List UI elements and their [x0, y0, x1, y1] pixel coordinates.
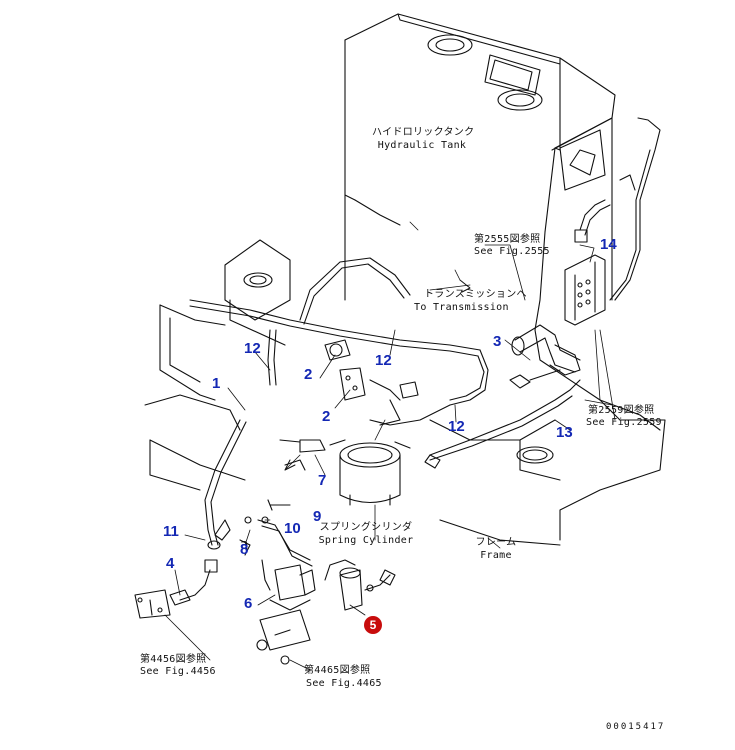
transmission-label-en: To Transmission: [414, 302, 509, 313]
callout-12-center: 12: [375, 352, 392, 369]
callout-12-left: 12: [244, 340, 261, 357]
fig4465-ref-en: See Fig.4465: [306, 678, 382, 689]
part-14-switch-block: [564, 149, 636, 326]
document-number: 00015417: [606, 722, 666, 732]
callout-2-upper: 2: [304, 366, 313, 383]
part-4-switch: [134, 559, 218, 619]
callout-2-lower: 2: [322, 408, 331, 425]
leader-lines: [164, 221, 616, 671]
callout-a-label: a: [240, 537, 249, 553]
direction-arrows: [284, 279, 471, 471]
fig4465-ref-jp: 第4465図参照: [304, 665, 371, 676]
wiring-harness-13: [424, 117, 661, 469]
callout-4: 4: [166, 555, 175, 572]
part-5-6-valve-assembly: [256, 559, 396, 665]
callout-9: 9: [313, 508, 322, 525]
callout-3: 3: [493, 333, 502, 350]
callout-11: 11: [163, 523, 179, 540]
callout-6: 6: [244, 595, 253, 612]
callout-8: 8: [240, 541, 249, 558]
fig2555-ref-jp: 第2555図参照: [474, 234, 541, 245]
fig2559-ref-en: See Fig.2559: [586, 417, 662, 428]
frame: [429, 299, 666, 546]
hydraulic-tank: [344, 13, 616, 301]
fig4456-ref-jp: 第4456図参照: [140, 654, 207, 665]
frame-label-en: Frame: [480, 550, 512, 561]
spring-cylinder-label-en: Spring Cylinder: [318, 535, 414, 546]
transmission-label-jp: トランスミッションへ: [424, 289, 527, 300]
fig2555-ref-en: See Fig.2555: [474, 246, 550, 257]
part-2-connectors: [324, 339, 419, 401]
hydraulic-tank-label-en: Hydraulic Tank: [377, 140, 467, 151]
hydraulic-tank-label-jp: ハイドロリックタンク: [372, 127, 475, 138]
callout-12-right: 12: [448, 418, 465, 435]
spring-cylinder: [329, 439, 411, 506]
part-8-9-10-fasteners: [239, 499, 313, 567]
part-3-pipe: [509, 324, 581, 389]
callout-7: 7: [318, 472, 327, 489]
callout-13: 13: [556, 424, 573, 441]
fig4456-ref-en: See Fig.4456: [140, 666, 216, 677]
callout-14: 14: [600, 236, 617, 253]
callout-5-highlighted: 5: [364, 616, 382, 634]
part-7-sensor: [279, 439, 326, 471]
spring-cylinder-label-jp: スプリングシリンダ: [319, 522, 413, 533]
frame-label-jp: フレーム: [475, 537, 517, 548]
harness-11: [204, 419, 247, 550]
callout-10: 10: [284, 520, 301, 537]
frame-left: [144, 239, 291, 491]
wiring-harness-12: [189, 257, 489, 426]
fig2559-ref-jp: 第2559図参照: [588, 405, 655, 416]
callout-1: 1: [212, 375, 221, 392]
